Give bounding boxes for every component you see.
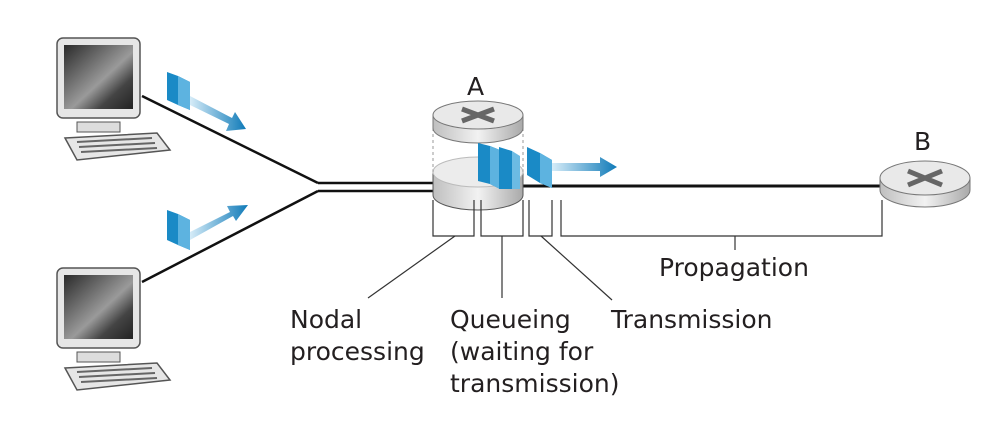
router-b-label: B — [914, 127, 931, 156]
computer-icon — [56, 267, 171, 391]
transmission-label: Transmission — [610, 305, 773, 334]
link-host1 — [141, 94, 319, 185]
propagation-bracket — [560, 200, 883, 237]
packet-icon — [167, 72, 190, 110]
links — [141, 94, 884, 284]
arrow-icon — [190, 96, 246, 131]
nodal-label: Nodal — [290, 305, 362, 334]
router-a-label: A — [467, 72, 484, 101]
arrow-icon — [552, 157, 617, 177]
packet-icon — [499, 147, 512, 189]
transmission-leader — [540, 235, 613, 301]
queueing-label-3: transmission) — [450, 369, 619, 398]
transmission-bracket — [528, 200, 553, 237]
router-icon — [879, 160, 971, 208]
arrow-icon — [190, 205, 248, 240]
packet-icon — [167, 210, 190, 250]
nodal-leader — [367, 235, 456, 299]
propagation-label: Propagation — [659, 253, 809, 282]
queueing-label-2: (waiting for — [450, 337, 594, 366]
packet-icon — [527, 147, 552, 188]
queueing-label: Queueing — [450, 305, 571, 334]
computer-icon — [56, 37, 171, 161]
queued-packets — [478, 143, 520, 189]
nodal-label-2: processing — [290, 337, 425, 366]
link-host2 — [141, 189, 319, 284]
nodal-bracket — [432, 200, 475, 237]
